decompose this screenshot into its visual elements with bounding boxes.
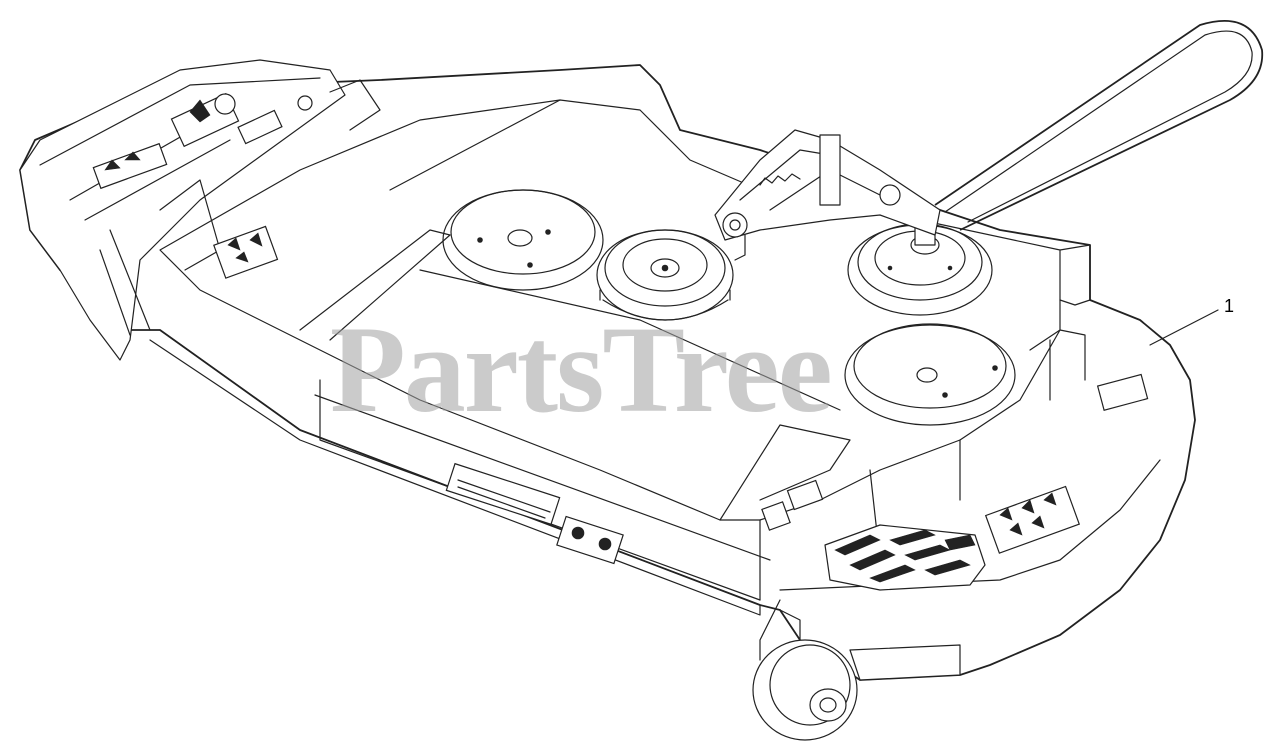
warning-decal-left [213, 225, 279, 279]
deck-shell [19, 64, 1196, 681]
center-baffle [299, 99, 851, 521]
callout-1 [1149, 309, 1219, 346]
drive-belt [934, 20, 1264, 231]
pulley-idler-right [847, 223, 993, 316]
warning-decal-right [984, 485, 1081, 554]
gauge-wheel [752, 599, 961, 741]
discharge-chute-housing [19, 59, 381, 361]
label-plate-front [445, 462, 561, 526]
right-side-brackets [1029, 244, 1149, 411]
idler-arm-bracket [714, 129, 941, 261]
pulley-right [844, 323, 1016, 426]
pulley-left [442, 189, 604, 291]
pulley-center [596, 229, 734, 321]
warning-decal-front [556, 515, 624, 565]
step-tread-pad [824, 524, 986, 591]
callout-number-1: 1 [1224, 296, 1235, 316]
small-decal-center [761, 479, 824, 531]
